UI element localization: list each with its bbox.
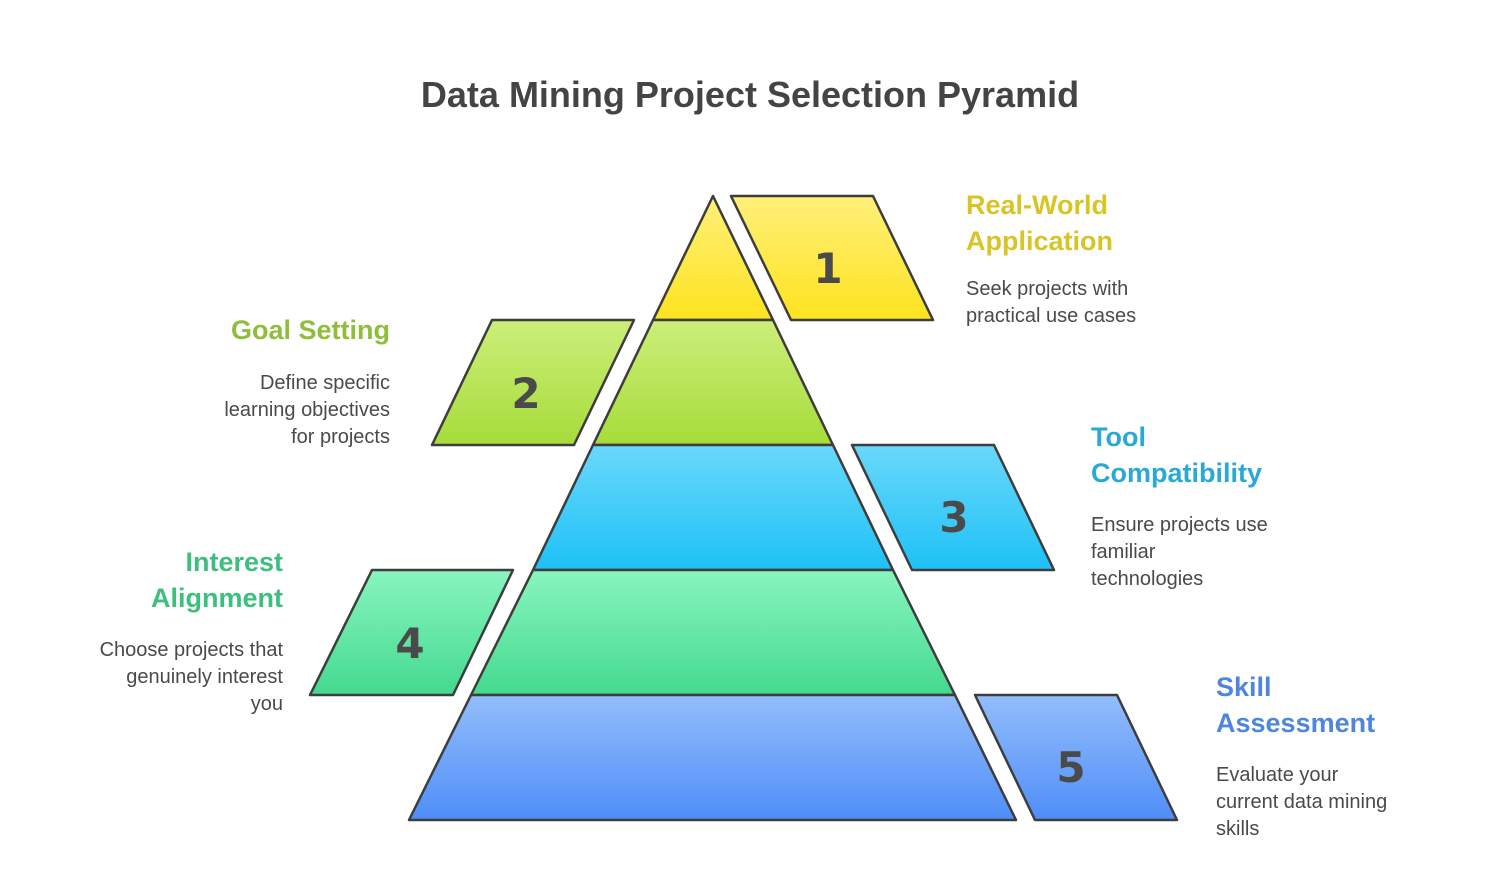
level-2-number: 2 [511,369,540,418]
pyramid-layer-4 [469,568,957,697]
level-4-number: 4 [395,619,424,668]
diagram-title: Data Mining Project Selection Pyramid [420,74,1080,115]
pyramid-layer-3 [531,443,895,572]
level-1-tab [729,194,935,322]
pyramid-layer-5 [407,693,1018,822]
level-1-number: 1 [813,244,842,293]
level-5-tab [973,693,1179,822]
level-4-tab [308,568,515,697]
level-2-heading: Goal Setting [230,315,390,345]
level-2-tab [430,318,636,447]
level-3-number: 3 [939,493,968,542]
pyramid-layers [407,194,1018,822]
pyramid-layer-2 [591,318,835,447]
level-5-number: 5 [1056,743,1085,792]
level-3-tab [850,443,1056,572]
numbered-tabs: 1 2 3 4 5 [308,194,1179,822]
